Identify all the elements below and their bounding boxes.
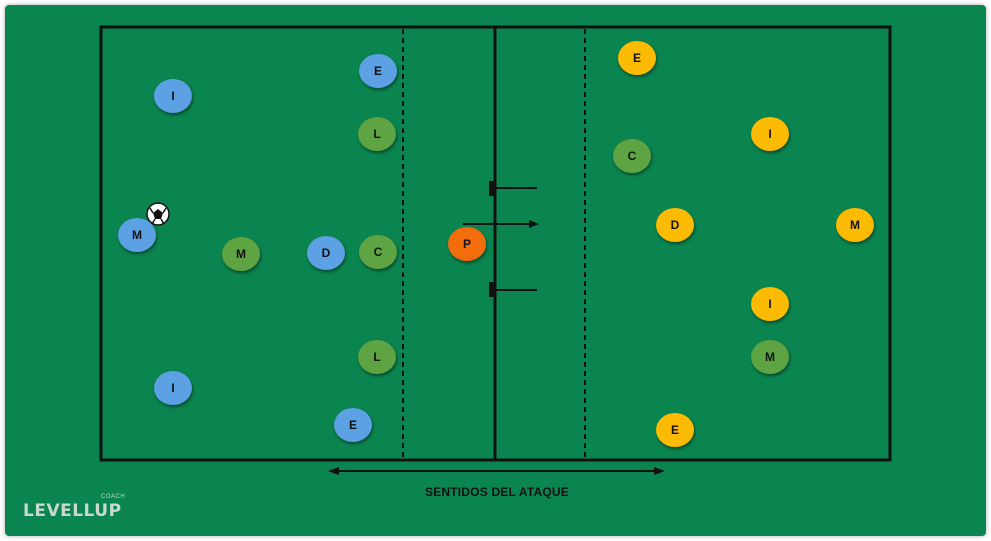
player-token-blue: D	[307, 236, 345, 270]
player-token-green: C	[613, 139, 651, 173]
attack-directions-caption: SENTIDOS DEL ATAQUE	[424, 485, 570, 499]
pitch	[5, 5, 986, 536]
logo-subtext: COACH	[101, 494, 126, 500]
player-token-green: M	[222, 237, 260, 271]
mini-goal-bottom	[489, 282, 537, 297]
mini-goal-top	[489, 181, 537, 196]
player-token-green: L	[358, 117, 396, 151]
player-token-orange: P	[448, 227, 486, 261]
player-token-yellow: E	[656, 413, 694, 447]
player-token-yellow: I	[751, 287, 789, 321]
player-token-blue: I	[154, 79, 192, 113]
player-token-blue: I	[154, 371, 192, 405]
player-token-yellow: I	[751, 117, 789, 151]
player-token-yellow: D	[656, 208, 694, 242]
logo-text: LEVELLUP	[23, 501, 122, 521]
player-token-blue: M	[118, 218, 156, 252]
attack-direction-arrow-center	[463, 220, 539, 228]
player-token-yellow: M	[836, 208, 874, 242]
levelup-logo: LEVELLUP COACH	[23, 494, 143, 527]
player-token-blue: E	[359, 54, 397, 88]
attack-direction-arrow-bottom	[328, 467, 665, 475]
player-token-blue: E	[334, 408, 372, 442]
player-token-yellow: E	[618, 41, 656, 75]
soccer-ball-icon	[146, 202, 170, 226]
player-token-green: L	[358, 340, 396, 374]
player-token-green: M	[751, 340, 789, 374]
player-token-green: C	[359, 235, 397, 269]
